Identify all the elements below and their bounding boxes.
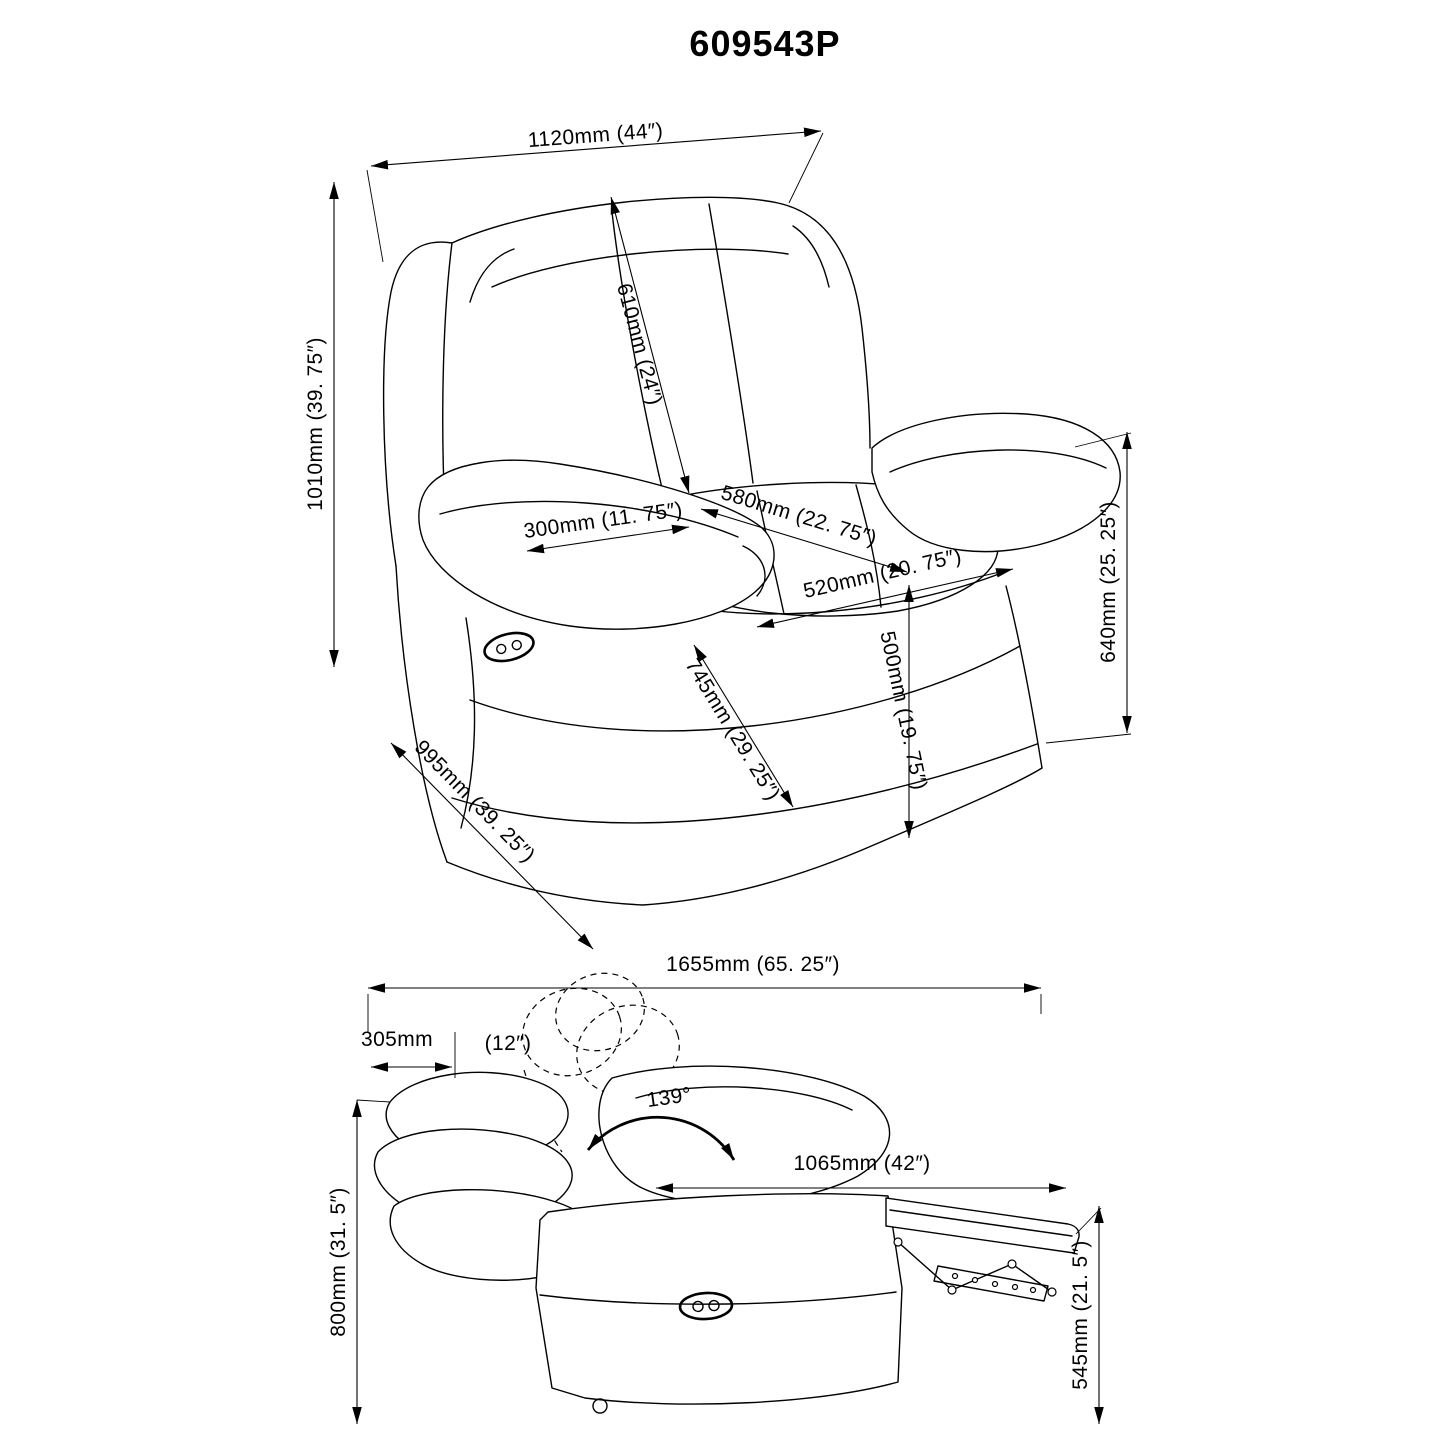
- dimension-line: [610, 196, 690, 494]
- linkage-hole: [951, 1272, 959, 1280]
- dimension-label: 800mm (31. 5″): [327, 1187, 350, 1337]
- linkage-bar: [933, 1265, 1049, 1302]
- right-ear-seam: [792, 225, 830, 288]
- dimension-line: [390, 742, 594, 950]
- power-button-dot-right: [511, 639, 522, 651]
- linkage-hole: [1011, 1283, 1019, 1291]
- linkage-joint: [1007, 1259, 1017, 1269]
- dim-seat-height: 500mm (19. 75″): [875, 585, 931, 838]
- power-button-outline: [678, 1291, 734, 1321]
- power-button-dot-left: [692, 1300, 704, 1313]
- linkage-joint: [893, 1237, 903, 1247]
- headrest-ghost-outline: [555, 972, 645, 1052]
- extension-line: [788, 132, 824, 204]
- power-button-dot-right: [708, 1299, 720, 1312]
- dimension-label: 500mm (19. 75″): [875, 629, 931, 792]
- power-button-dot-left: [496, 643, 507, 655]
- linkage-hole: [971, 1276, 979, 1284]
- base-left-side: [395, 565, 448, 863]
- power-button-outline: [483, 631, 535, 663]
- dimension-line: [693, 644, 794, 808]
- right-armrest-seam: [889, 449, 1107, 473]
- footrest-linkage: [897, 1241, 1053, 1293]
- reclined-backrest-seam: [635, 1086, 853, 1111]
- dimension-label-in: (12″): [485, 1032, 532, 1055]
- base-bottom-edge: [446, 767, 1043, 906]
- linkage-joint: [1047, 1287, 1057, 1297]
- dim-front-rail-width: 745mm (29. 25″): [681, 644, 794, 808]
- dim-reclined-body-length: 1065mm (42″): [656, 1152, 1066, 1193]
- dimension-label: 640mm (25. 25″): [1097, 501, 1120, 663]
- left-wing-outline: [382, 241, 453, 567]
- dimension-label-mm: 305mm: [361, 1028, 433, 1051]
- upright-view: [382, 196, 1121, 906]
- dim-reclined-total-length: 1655mm (65. 25″): [367, 953, 1042, 1032]
- reclined-base-seam: [539, 1291, 897, 1305]
- dim-reclined-back-height: 800mm (31. 5″): [327, 1099, 391, 1424]
- extension-line: [356, 1099, 391, 1103]
- base-front-seam-upper: [469, 645, 1021, 732]
- back-center-seam-right: [708, 203, 754, 484]
- back-outline: [451, 196, 871, 449]
- extension-line: [366, 169, 384, 263]
- footrest-seam: [889, 1209, 1073, 1237]
- headrest-seam: [491, 248, 789, 288]
- headrest-ghost-outline: [576, 1004, 680, 1096]
- reclined-dimensions: 1655mm (65. 25″) 305mm (12″) 139° 1065mm…: [327, 953, 1104, 1424]
- extension-line: [1075, 1207, 1102, 1235]
- dimension-label: 545mm (21. 5″): [1069, 1240, 1092, 1390]
- dim-armrest-height: 640mm (25. 25″): [1045, 432, 1132, 744]
- product-code: 609543P: [689, 23, 840, 64]
- linkage-joint: [947, 1285, 957, 1295]
- extension-line: [1045, 733, 1132, 744]
- base-foot: [592, 1398, 608, 1414]
- footrest-panel: [885, 1197, 1080, 1254]
- dim-overall-width: 1120mm (44″): [366, 119, 824, 263]
- dim-overall-height: 1010mm (39. 75″): [304, 182, 339, 667]
- dimension-label: 610mm (24″): [612, 281, 667, 408]
- right-armrest: [871, 412, 1121, 553]
- dimension-label: 1065mm (42″): [793, 1152, 930, 1175]
- dimension-label: 1120mm (44″): [527, 119, 664, 152]
- dimension-line: [756, 568, 1014, 628]
- dim-headrest-travel: 305mm (12″): [361, 1028, 531, 1078]
- dimension-line: [700, 508, 908, 573]
- reclined-base: [535, 1193, 903, 1405]
- extension-line: [1074, 432, 1132, 448]
- reclined-view: [373, 972, 1080, 1414]
- dimension-line: [370, 127, 822, 170]
- dimension-line: [526, 524, 690, 554]
- angle-arc: [586, 1115, 736, 1161]
- reclined-backrest: [598, 1065, 891, 1205]
- linkage-hole: [991, 1280, 999, 1288]
- linkage-hole: [1029, 1286, 1037, 1294]
- dim-back-cushion-width: 610mm (24″): [610, 196, 690, 494]
- headrest-ghost-outline: [522, 987, 622, 1077]
- power-button-icon: [483, 631, 535, 663]
- left-armrest: [418, 459, 775, 630]
- dimension-label: 1010mm (39. 75″): [304, 337, 327, 511]
- dim-footrest-height: 545mm (21. 5″): [1069, 1206, 1104, 1424]
- power-button-icon: [678, 1291, 734, 1321]
- left-ear-seam: [469, 248, 515, 303]
- base-right-edge: [1005, 585, 1043, 769]
- dimension-label: 1655mm (65. 25″): [666, 953, 840, 976]
